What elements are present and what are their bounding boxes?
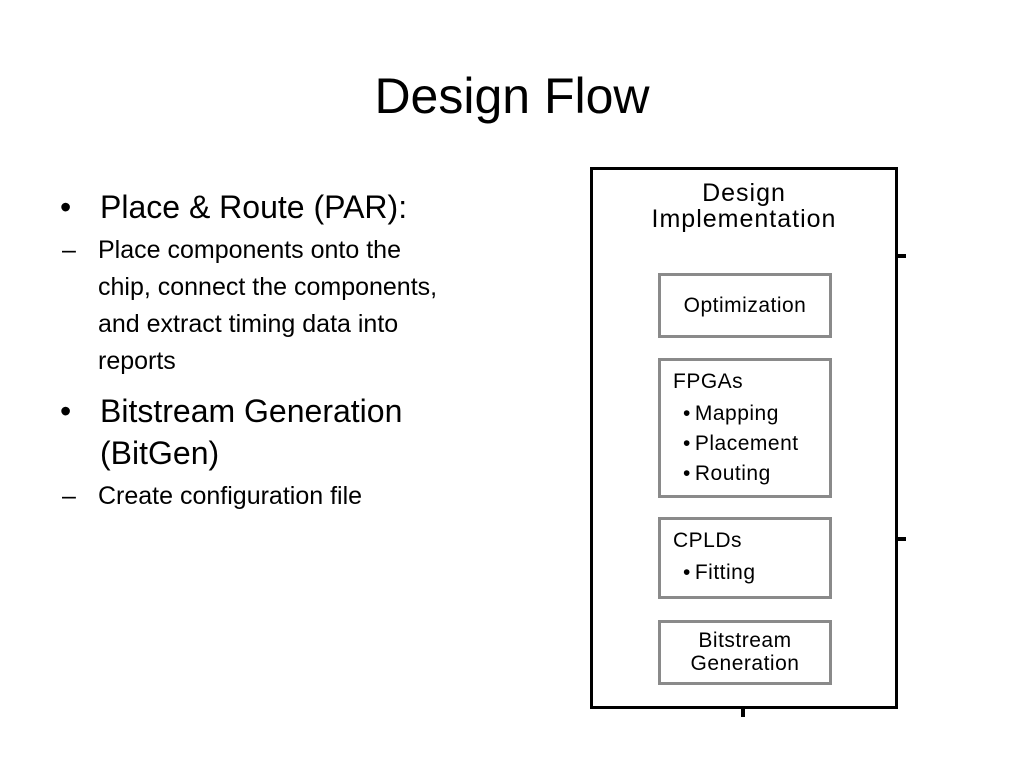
fpgas-item-routing: •Routing (673, 459, 829, 489)
dash-mark: – (62, 236, 76, 264)
bitstream-line2: Generation (690, 652, 800, 675)
sub-bullet-text: Place components onto the chip, connect … (98, 236, 438, 375)
bullet-text: Place & Route (PAR): (100, 189, 408, 225)
bitstream-line1: Bitstream (698, 629, 792, 652)
bullet-mark: • (60, 393, 72, 429)
bullet-bitstream: • Bitstream Generation (BitGen) (60, 390, 520, 474)
bullet-mark: • (683, 561, 691, 584)
cplds-box: CPLDs •Fitting (658, 517, 832, 599)
bullet-mark: • (683, 462, 691, 485)
fpgas-items: •Mapping •Placement •Routing (673, 399, 829, 489)
diagram-title-line1: Design (702, 179, 786, 207)
sub-list-bitstream: – Create configuration file (60, 478, 520, 515)
bitstream-generation-box: Bitstream Generation (658, 620, 832, 685)
fpgas-heading: FPGAs (673, 370, 744, 393)
fpgas-item-mapping: •Mapping (673, 399, 829, 429)
bullet-mark: • (683, 402, 691, 425)
item-label: Fitting (694, 561, 756, 584)
sub-list-place-route: – Place components onto the chip, connec… (60, 232, 520, 380)
optimization-box: Optimization (658, 273, 832, 338)
diagram-title: Design Implementation (593, 180, 895, 232)
connector-tick (897, 254, 906, 258)
item-label: Mapping (694, 402, 779, 425)
bullet-text: Bitstream Generation (BitGen) (100, 393, 403, 471)
item-label: Placement (694, 432, 799, 455)
sub-bullet-par-description: – Place components onto the chip, connec… (60, 232, 438, 380)
bullet-mark: • (683, 432, 691, 455)
design-implementation-diagram: Design Implementation Optimization FPGAs… (590, 167, 898, 709)
cplds-heading: CPLDs (673, 529, 743, 552)
sub-bullet-text: Create configuration file (98, 482, 363, 510)
optimization-label: Optimization (683, 293, 807, 317)
slide-title: Design Flow (374, 68, 650, 124)
item-label: Routing (694, 462, 771, 485)
cplds-item-fitting: •Fitting (673, 558, 829, 588)
sub-bullet-config-file: – Create configuration file (60, 478, 438, 515)
connector-tick (741, 709, 745, 717)
connector-tick (897, 537, 906, 541)
fpgas-box: FPGAs •Mapping •Placement •Routing (658, 358, 832, 498)
bullet-list: • Place & Route (PAR): – Place component… (60, 186, 520, 525)
bullet-mark: • (60, 189, 72, 225)
fpgas-item-placement: •Placement (673, 429, 829, 459)
cplds-items: •Fitting (673, 558, 829, 588)
bullet-place-route: • Place & Route (PAR): (60, 186, 520, 228)
dash-mark: – (62, 482, 76, 510)
diagram-title-line2: Implementation (651, 205, 837, 233)
